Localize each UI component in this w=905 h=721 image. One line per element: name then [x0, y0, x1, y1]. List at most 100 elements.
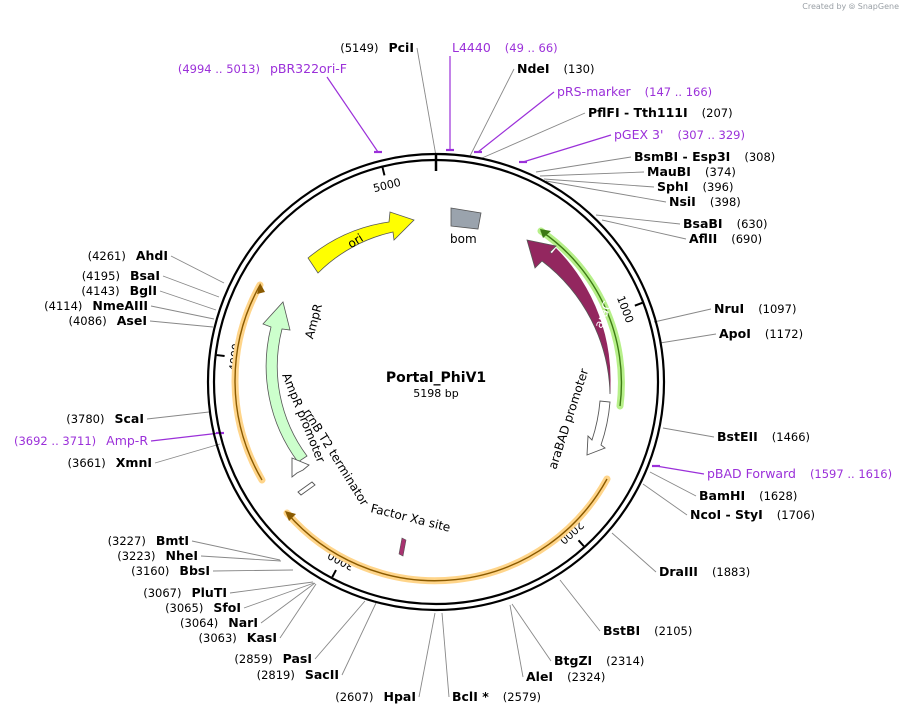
site-position: (2859) [234, 652, 272, 666]
site-bsabi[interactable]: BsaBI(630) [683, 216, 768, 231]
site-nmeaiii[interactable]: NmeAIII(4114) [44, 298, 148, 313]
leader-line [341, 602, 377, 676]
leader-line [150, 305, 215, 320]
site-bsai[interactable]: BsaI (4195) [82, 268, 160, 283]
site-maubi[interactable]: MauBI(374) [647, 164, 736, 179]
feature-factorxa-mark[interactable] [398, 537, 407, 557]
site-position: (3160) [131, 564, 169, 578]
site-xmni[interactable]: XmnI(3661) [68, 455, 152, 470]
site-ndei[interactable]: NdeI(130) [517, 61, 594, 76]
site-position: (396) [703, 180, 734, 194]
site-bcli[interactable]: BclI *(2579) [452, 689, 541, 704]
site-position: (2324) [567, 670, 605, 684]
leader-line [477, 91, 555, 153]
site-apoi[interactable]: ApoI(1172) [719, 326, 803, 341]
site-nsii[interactable]: NsiI (398) [669, 194, 741, 209]
site-name: MauBI [647, 164, 691, 179]
feature-bom-box[interactable] [450, 207, 482, 230]
site-position: (4143) [81, 284, 119, 298]
site-pfifi[interactable]: PflFI - Tth111I(207) [588, 105, 733, 120]
site-name: NarI [228, 615, 258, 630]
site-name: BsaI [130, 268, 160, 283]
site-position: (398) [710, 195, 741, 209]
leader-line [649, 471, 697, 497]
primer-prsmarker[interactable]: pRS-marker(147 .. 166) [557, 84, 712, 99]
site-draiii[interactable]: DraIII(1883) [659, 564, 750, 579]
site-sphi[interactable]: SphI (396) [657, 179, 733, 194]
ruler-tick-label: 1000 [614, 294, 636, 325]
site-pasi[interactable]: PasI(2859) [234, 651, 312, 666]
site-position: (630) [737, 217, 768, 231]
ruler-tick [216, 354, 225, 358]
site-ahdi[interactable]: AhdI(4261) [88, 248, 168, 263]
site-sfoi[interactable]: SfoI(3065) [165, 600, 241, 615]
site-bgli[interactable]: BglI(4143) [81, 283, 157, 298]
site-pluti[interactable]: PluTI(3067) [143, 585, 227, 600]
site-position: (3064) [180, 616, 218, 630]
site-bmti[interactable]: BmtI(3227) [108, 533, 189, 548]
leader-line [653, 308, 712, 323]
site-position: (3692 .. 3711) [14, 434, 96, 448]
feature-arabad-arrow[interactable] [586, 400, 611, 456]
site-position: (2314) [606, 654, 644, 668]
site-asei[interactable]: AseI(4086) [69, 313, 148, 328]
site-kasi[interactable]: KasI(3063) [199, 630, 277, 645]
site-position: (4261) [88, 249, 126, 263]
site-nhei[interactable]: NheI(3223) [117, 548, 198, 563]
site-ncoi[interactable]: NcoI - StyI(1706) [690, 507, 815, 522]
site-sacii[interactable]: SacII(2819) [257, 667, 339, 682]
site-aflii[interactable]: AflII(690) [689, 231, 762, 246]
feature-arac-orf-line [540, 230, 623, 407]
ruler-tick [577, 539, 585, 547]
site-pcii[interactable]: PciI(5149) [340, 40, 414, 55]
site-name: NcoI - StyI [690, 507, 763, 522]
site-name: XmnI [116, 455, 152, 470]
leader-line [150, 432, 221, 442]
site-bbsi[interactable]: BbsI(3160) [131, 563, 210, 578]
feature-ampr-arrow[interactable] [262, 301, 308, 463]
primer-pbr322ori[interactable]: pBR322ori-F(4994 .. 5013) [178, 61, 347, 76]
leader-line [511, 603, 552, 662]
site-scai[interactable]: ScaI(3780) [66, 411, 144, 426]
feature-ampr-promoter-arrow[interactable] [291, 457, 310, 478]
feature-rrnb-arrow[interactable] [297, 481, 316, 496]
site-name: Amp-R [106, 433, 148, 448]
feature-arac-body [548, 248, 611, 394]
primer-l4440[interactable]: L4440(49 .. 66) [452, 40, 558, 55]
feature-arabad-label: araBAD promoter [546, 367, 592, 471]
leader-line [655, 465, 705, 475]
primer-labels: pBR322ori-F(4994 .. 5013) L4440(49 .. 66)… [14, 40, 892, 481]
site-name: SphI [657, 179, 689, 194]
site-position: (3067) [143, 586, 181, 600]
feature-orf-left-arrowhead [257, 283, 265, 294]
primer-ampr-primer[interactable]: Amp-R (3692 .. 3711) [14, 433, 148, 448]
site-alei[interactable]: AleI (2324) [526, 669, 605, 684]
site-nrui[interactable]: NruI(1097) [714, 301, 796, 316]
site-name: DraIII [659, 564, 698, 579]
site-bsteii[interactable]: BstEII(1466) [717, 429, 810, 444]
site-position: (1466) [772, 430, 810, 444]
site-name: NsiI [669, 194, 696, 209]
primer-pbadfwd[interactable]: pBAD Forward(1597 .. 1616) [707, 466, 892, 481]
site-nari[interactable]: NarI (3064) [180, 615, 258, 630]
site-name: BtgZI [554, 653, 592, 668]
site-position: (3227) [108, 534, 146, 548]
site-name: AleI [526, 669, 553, 684]
site-hpai[interactable]: HpaI(2607) [335, 689, 416, 704]
site-name: NdeI [517, 61, 550, 76]
site-position: (3065) [165, 601, 203, 615]
site-bstbi[interactable]: BstBI(2105) [603, 623, 692, 638]
feature-rrnb-label: rrnB T2 terminator [300, 406, 371, 508]
leader-line [191, 540, 281, 561]
feature-ori-arrow[interactable] [307, 211, 415, 274]
feature-orf-bottom-line [286, 478, 608, 582]
site-position: (4195) [82, 269, 120, 283]
site-name: pGEX 3' [614, 127, 663, 142]
leader-line [659, 333, 717, 344]
site-btgzi[interactable]: BtgZI (2314) [554, 653, 644, 668]
ruler-tick [331, 569, 337, 578]
site-bsmbi[interactable]: BsmBI - Esp3I(308) [634, 149, 775, 164]
primer-pgex3[interactable]: pGEX 3'(307 .. 329) [614, 127, 745, 142]
leader-line [539, 171, 645, 177]
site-bamhi[interactable]: BamHI(1628) [699, 488, 797, 503]
